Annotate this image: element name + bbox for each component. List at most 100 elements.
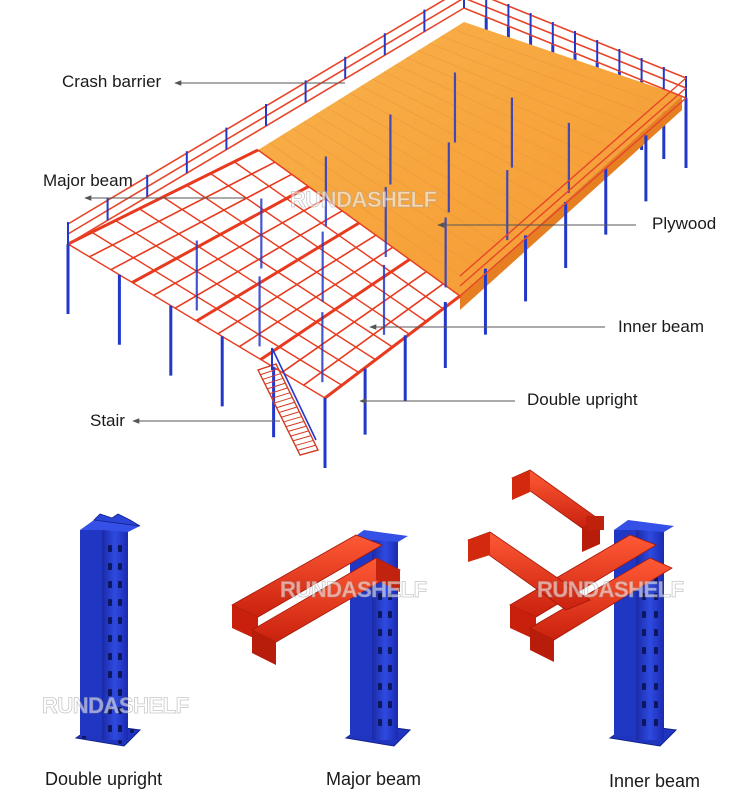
watermark-bottom-left: RUNDASHELF bbox=[42, 693, 189, 718]
perforation-hole bbox=[378, 665, 382, 672]
stair-step bbox=[281, 411, 300, 418]
perforation-hole bbox=[108, 545, 112, 552]
plank-line bbox=[337, 99, 547, 219]
plank-line bbox=[429, 43, 646, 130]
perforation-hole bbox=[654, 593, 658, 600]
perforation-hole bbox=[378, 647, 382, 654]
perforation-hole bbox=[108, 725, 112, 732]
label-stair: Stair bbox=[90, 411, 125, 430]
stair-handrail bbox=[271, 347, 317, 441]
inner-beam bbox=[115, 219, 360, 374]
plank-line bbox=[303, 121, 510, 252]
perforation-hole bbox=[654, 701, 658, 708]
perforation-hole bbox=[388, 701, 392, 708]
label-plywood: Plywood bbox=[652, 214, 716, 233]
perforation-hole bbox=[378, 629, 382, 636]
plank-line bbox=[269, 142, 473, 286]
perforation-hole bbox=[108, 635, 112, 642]
plank-line bbox=[418, 50, 633, 141]
inner-beam bbox=[162, 196, 393, 348]
stair-step bbox=[283, 416, 302, 423]
inner-beam bbox=[138, 208, 377, 361]
plank-line bbox=[452, 28, 670, 108]
perforation-hole bbox=[388, 647, 392, 654]
upright-holes bbox=[378, 575, 392, 726]
stair-step bbox=[290, 430, 309, 437]
perforation-hole bbox=[378, 593, 382, 600]
crash-barrier-rail bbox=[459, 87, 687, 287]
perforation-hole bbox=[388, 629, 392, 636]
perforation-hole bbox=[388, 593, 392, 600]
label-crash-barrier: Crash barrier bbox=[62, 72, 162, 91]
stair-step bbox=[267, 382, 286, 390]
caption-double-upright: Double upright bbox=[45, 769, 162, 789]
inner-beam bbox=[91, 231, 343, 386]
perforation-hole bbox=[388, 719, 392, 726]
perforation-hole bbox=[378, 701, 382, 708]
perforation-hole bbox=[642, 611, 646, 618]
watermark-top: RUNDASHELF bbox=[290, 187, 437, 212]
stair-step bbox=[260, 368, 279, 376]
leader-lines bbox=[84, 80, 636, 424]
perforation-hole bbox=[654, 647, 658, 654]
watermark-bottom-center: RUNDASHELF bbox=[280, 577, 427, 602]
perforation-hole bbox=[654, 665, 658, 672]
perforation-hole bbox=[118, 635, 122, 642]
upright-holes bbox=[642, 575, 658, 726]
plank-line bbox=[360, 85, 572, 197]
perforation-hole bbox=[118, 563, 122, 570]
stair-step bbox=[274, 396, 293, 404]
perforation-hole bbox=[118, 725, 122, 732]
inner-beam-illustration bbox=[467, 469, 678, 747]
plank-line bbox=[315, 114, 522, 241]
plank-line bbox=[406, 57, 621, 152]
perforation-hole bbox=[118, 545, 122, 552]
perforation-hole bbox=[654, 683, 658, 690]
label-inner-beam: Inner beam bbox=[618, 317, 704, 336]
stair-step bbox=[299, 449, 319, 456]
caption-major-beam: Major beam bbox=[326, 769, 421, 789]
perforation-hole bbox=[388, 665, 392, 672]
perforation-hole bbox=[642, 647, 646, 654]
perforation-hole bbox=[118, 617, 122, 624]
perforation-hole bbox=[118, 707, 122, 714]
crash-barrier-rail bbox=[459, 77, 687, 277]
watermark-bottom-right: RUNDASHELF bbox=[537, 577, 684, 602]
upright-holes bbox=[108, 545, 122, 732]
perforation-hole bbox=[642, 719, 646, 726]
crash-barrier-rail bbox=[459, 97, 687, 297]
perforation-hole bbox=[108, 617, 112, 624]
perforation-hole bbox=[118, 653, 122, 660]
stair-step bbox=[278, 406, 298, 413]
inner-beam bbox=[67, 243, 326, 399]
perforation-hole bbox=[378, 611, 382, 618]
stair-step bbox=[262, 373, 281, 380]
label-major-beam: Major beam bbox=[43, 171, 133, 190]
perforation-hole bbox=[108, 707, 112, 714]
plank-line bbox=[441, 35, 658, 119]
major-beam-illustration bbox=[231, 530, 412, 747]
inner-beam bbox=[210, 172, 427, 323]
perforation-hole bbox=[108, 671, 112, 678]
stair-step bbox=[285, 420, 305, 428]
perforation-hole bbox=[642, 665, 646, 672]
mezzanine-structure bbox=[66, 0, 688, 468]
stair-step bbox=[288, 425, 307, 432]
inner-beam bbox=[257, 149, 461, 297]
plank-line bbox=[349, 92, 559, 208]
perforation-hole bbox=[654, 629, 658, 636]
stair-step bbox=[295, 439, 314, 447]
double-upright-illustration bbox=[74, 513, 142, 747]
stair-step bbox=[264, 377, 284, 385]
plank-line bbox=[326, 107, 535, 230]
stair-step bbox=[271, 392, 291, 399]
label-double-upright: Double upright bbox=[527, 390, 638, 409]
perforation-hole bbox=[642, 683, 646, 690]
perforation-hole bbox=[108, 563, 112, 570]
perforation-hole bbox=[642, 629, 646, 636]
inner-beam bbox=[186, 184, 410, 335]
perforation-hole bbox=[118, 671, 122, 678]
perforation-hole bbox=[118, 581, 122, 588]
stair-step bbox=[297, 444, 316, 451]
